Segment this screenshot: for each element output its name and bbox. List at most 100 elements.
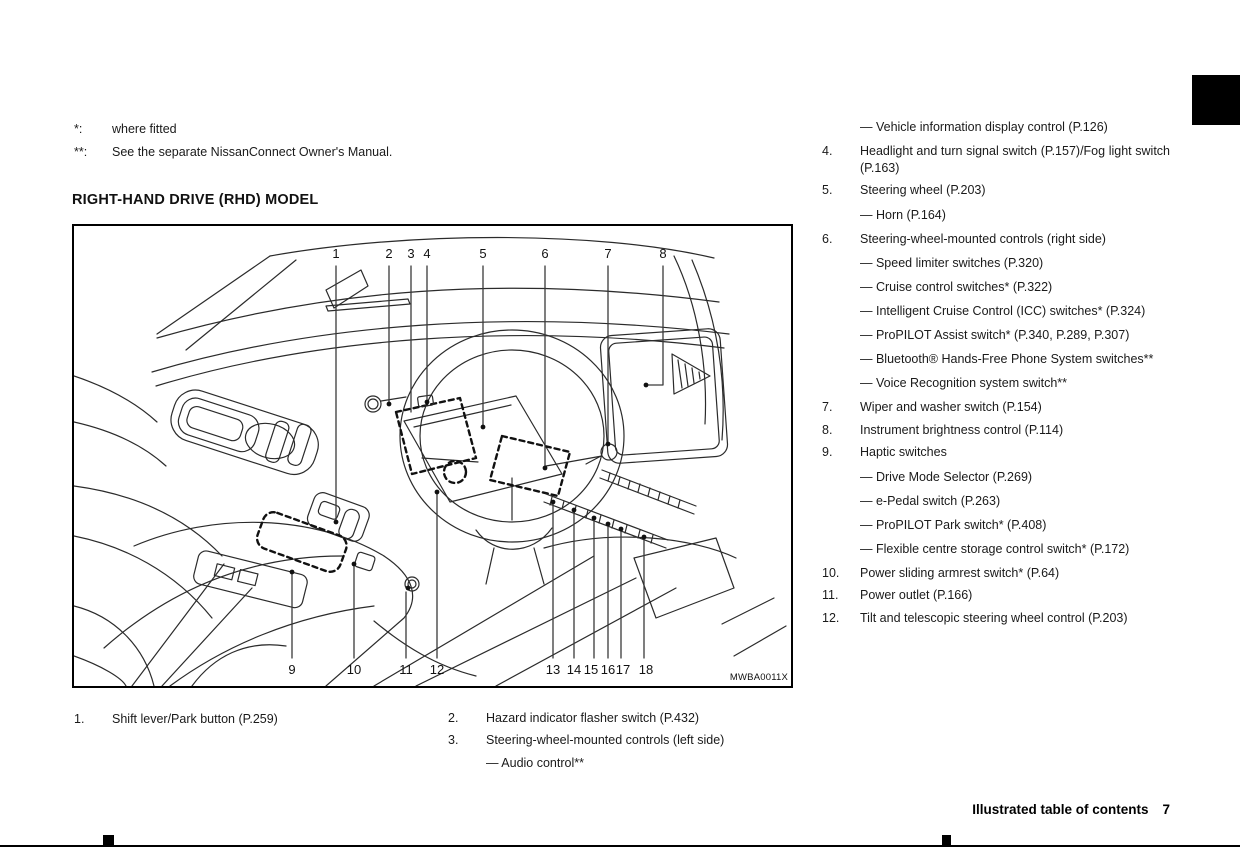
item-number: 9. [822, 445, 833, 459]
sub-item-flexible-centre-storage: — Flexible centre storage control switch… [860, 541, 1130, 556]
item-number: 10. [822, 565, 840, 580]
dashboard-top [151, 287, 730, 387]
callout-1: 1 [332, 246, 339, 261]
sub-item-voice-recognition: — Voice Recognition system switch** [860, 376, 1068, 390]
callout-13: 13 [546, 662, 560, 677]
sub-item-horn: — Horn (P.164) [860, 207, 946, 222]
callout-2: 2 [385, 246, 392, 261]
steering-wheel [394, 329, 625, 585]
footnotes: *: where fitted **: See the separate Nis… [74, 121, 420, 167]
item-text: Wiper and washer switch (P.154) [860, 400, 1042, 414]
sub-item-speed-limiter: — Speed limiter switches (P.320) [860, 256, 1044, 270]
item-text: Haptic switches [860, 445, 947, 459]
sub-item-propilot-assist: — ProPILOT Assist switch* (P.340, P.289,… [860, 328, 1130, 342]
callout-4: 4 [423, 246, 430, 261]
haptic-switch-strip [543, 469, 697, 549]
callout-11: 11 [399, 662, 413, 677]
item-text: Power sliding armrest switch* (P.64) [860, 565, 1060, 580]
footnote-symbol: **: [74, 145, 88, 159]
page-footer: Illustrated table of contents 7 [972, 802, 1170, 817]
callout-17: 17 [616, 662, 630, 677]
item-number: 11. [822, 588, 839, 602]
side-vent [671, 353, 711, 395]
sub-item-vehicle-info-display: — Vehicle information display control (P… [860, 119, 1108, 134]
list-item-4: 4. Headlight and turn signal switch (P.1… [822, 143, 1170, 177]
callout-14: 14 [567, 662, 581, 677]
list-item-7: 7. Wiper and washer switch (P.154) [822, 399, 1170, 416]
dashboard-figure: 1 2 3 4 5 6 7 8 9 10 11 12 13 14 15 16 1… [72, 224, 793, 688]
footnote-text: where fitted [112, 122, 177, 136]
sub-item-cruise-control: — Cruise control switches* (P.322) [860, 280, 1053, 294]
power-outlet [404, 576, 420, 592]
footer-page-number: 7 [1162, 802, 1170, 817]
horn-dashed-circle [442, 459, 468, 485]
instrument-display [403, 395, 563, 503]
list-item-2: 2. Hazard indicator flasher switch (P.43… [448, 710, 794, 727]
sub-item-propilot-park: — ProPILOT Park switch* (P.408) [860, 517, 1047, 532]
item-text: Power outlet (P.166) [860, 588, 973, 602]
section-heading: RIGHT-HAND DRIVE (RHD) MODEL [72, 192, 319, 208]
item-number: 4. [822, 143, 833, 158]
item-text: Headlight and turn signal switch (P.157)… [860, 143, 1170, 175]
list-item-6: 6. Steering-wheel-mounted controls (righ… [822, 231, 1170, 248]
item-text: Steering-wheel-mounted controls (right s… [860, 231, 1106, 246]
item-number: 7. [822, 400, 833, 414]
callout-12: 12 [430, 662, 444, 677]
item-number: 8. [822, 422, 833, 437]
item-list-right: — Vehicle information display control (P… [822, 113, 1170, 632]
dash-switches-left [364, 394, 434, 413]
callout-16: 16 [601, 662, 615, 677]
item-number: 5. [822, 183, 833, 197]
page-bottom-rule [0, 845, 1240, 847]
left-spoke-controls-dashed [394, 396, 478, 476]
list-item-12: 12. Tilt and telescopic steering wheel c… [822, 610, 1170, 627]
footwell-lines [373, 536, 787, 686]
item-text: Steering wheel (P.203) [860, 183, 986, 197]
center-console [103, 492, 477, 686]
item-number: 2. [448, 711, 459, 725]
item-text: Instrument brightness control (P.114) [860, 422, 1064, 437]
item-list-left: 1. Shift lever/Park button (P.259) [74, 706, 420, 733]
item-list-middle: 2. Hazard indicator flasher switch (P.43… [448, 705, 794, 777]
windshield-pillars [156, 236, 724, 441]
door-panel [74, 375, 319, 686]
footnote-text: See the separate NissanConnect Owner's M… [112, 145, 393, 159]
item-number: 12. [822, 610, 840, 625]
right-spoke-controls-dashed [488, 434, 572, 498]
item-text: Hazard indicator flasher switch (P.432) [486, 711, 700, 725]
item-number: 1. [74, 712, 85, 726]
sub-item-epedal: — e-Pedal switch (P.263) [860, 493, 1001, 508]
list-item-10: 10. Power sliding armrest switch* (P.64) [822, 565, 1170, 582]
display-screen [599, 328, 729, 464]
armrest-switch-dashed-outline [255, 511, 348, 574]
door-speaker [244, 422, 296, 460]
sub-item-drive-mode-selector: — Drive Mode Selector (P.269) [860, 469, 1033, 484]
footnote-symbol: *: [74, 122, 83, 136]
dashboard-illustration: 1 2 3 4 5 6 7 8 9 10 11 12 13 14 15 16 1… [74, 236, 787, 686]
callout-7: 7 [604, 246, 611, 261]
seat-cushion [74, 605, 287, 686]
callout-numbers: 1 2 3 4 5 6 7 8 9 10 11 12 13 14 15 16 1… [288, 246, 666, 677]
item-text: Shift lever/Park button (P.259) [112, 712, 278, 726]
item-text: Steering-wheel-mounted controls (left si… [486, 733, 725, 747]
callout-15: 15 [584, 662, 598, 677]
footer-title: Illustrated table of contents [972, 802, 1149, 817]
figure-code: MWBA0011X [729, 672, 788, 683]
footnote-where-fitted: *: where fitted [74, 121, 420, 137]
callout-3: 3 [407, 246, 414, 261]
callout-18: 18 [639, 662, 653, 677]
callout-10: 10 [347, 662, 361, 677]
list-item-9: 9. Haptic switches [822, 444, 1170, 461]
callout-6: 6 [541, 246, 548, 261]
sub-item-audio-control: — Audio control** [486, 756, 584, 770]
armrest-switch [354, 551, 376, 572]
callout-lines [289, 265, 664, 659]
item-number: 6. [822, 231, 833, 246]
list-item-11: 11. Power outlet (P.166) [822, 587, 1170, 604]
sub-item-bluetooth-handsfree: — Bluetooth® Hands-Free Phone System swi… [860, 352, 1154, 366]
print-registration-mark-right [942, 835, 951, 847]
item-number: 3. [448, 733, 459, 747]
window-switch-panel [193, 550, 308, 609]
list-item-3: 3. Steering-wheel-mounted controls (left… [448, 732, 794, 749]
